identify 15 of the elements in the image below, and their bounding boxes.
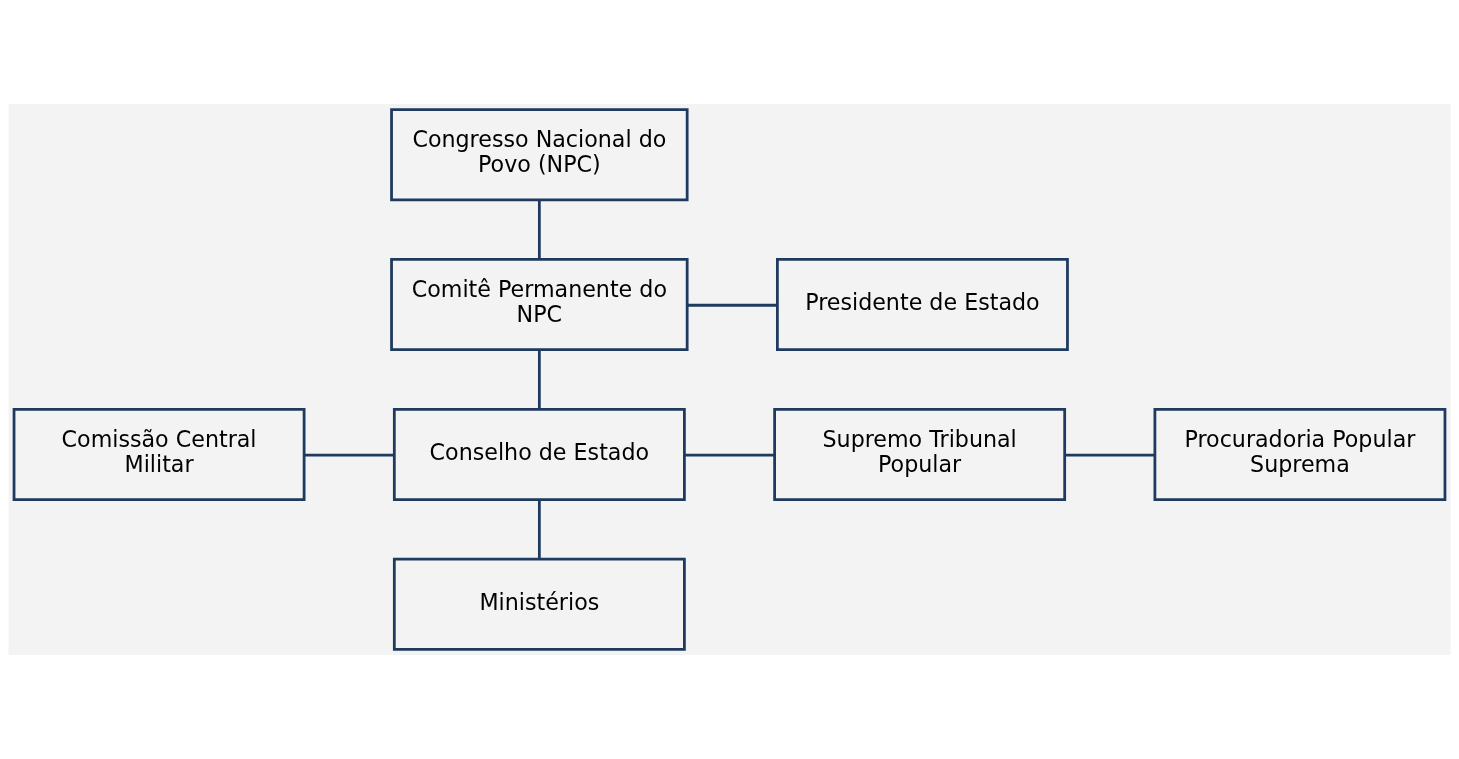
node-box: Conselho de Estado	[392, 407, 686, 501]
node-box: Ministérios	[392, 557, 686, 651]
node-box: Presidente de Estado	[776, 258, 1069, 352]
connector	[687, 303, 778, 307]
node-box: Comissão Central Militar	[12, 407, 306, 501]
connector	[1065, 453, 1155, 457]
node-box: Congresso Nacional do Povo (NPC)	[390, 108, 689, 202]
node-box: Supremo Tribunal Popular	[773, 407, 1067, 501]
node-box: Comitê Permanente do NPC	[390, 258, 689, 352]
connector	[537, 499, 541, 560]
connector	[537, 200, 541, 260]
node-box: Procuradoria Popular Suprema	[1153, 407, 1447, 501]
connector	[684, 453, 775, 457]
connector	[304, 453, 395, 457]
connector	[537, 349, 541, 410]
